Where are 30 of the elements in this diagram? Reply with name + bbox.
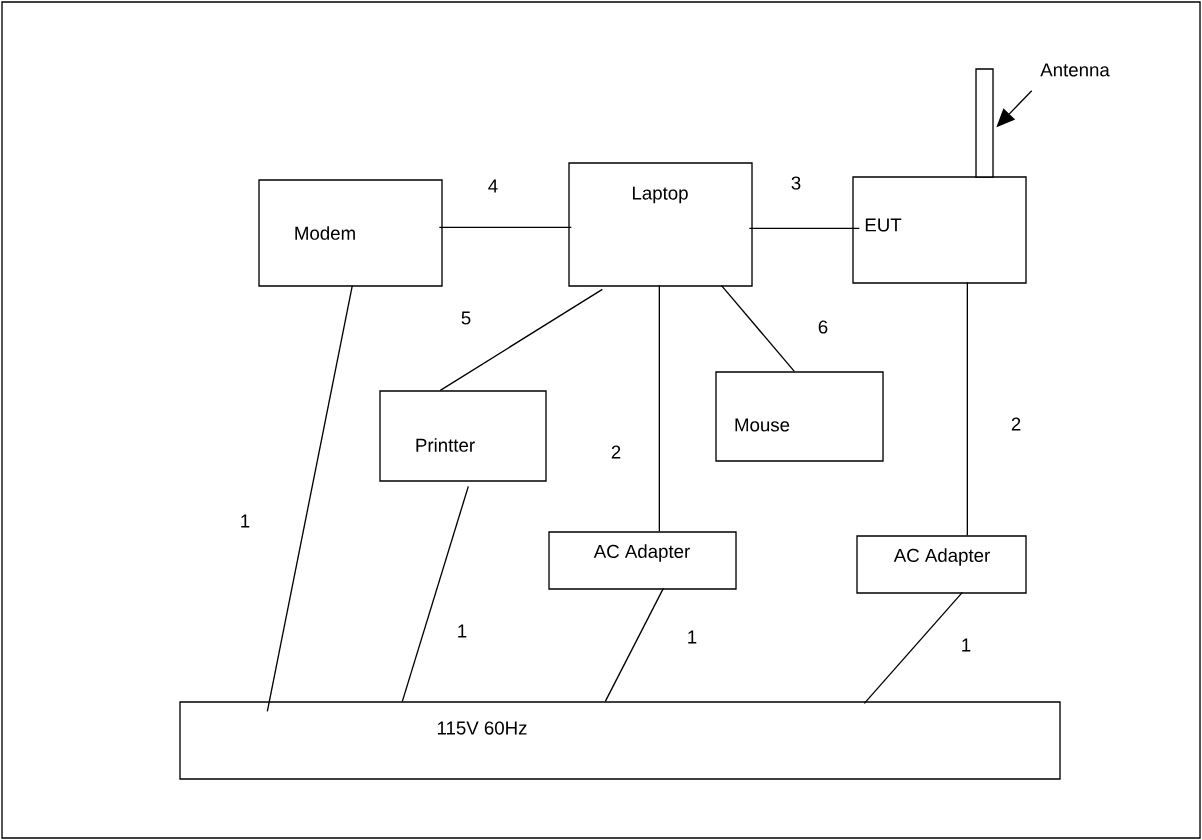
cable-number: 3 bbox=[789, 175, 803, 191]
cable-line bbox=[439, 288, 603, 391]
cable-number: 5 bbox=[459, 310, 473, 326]
device-box: EUT bbox=[852, 176, 1027, 284]
cable-line bbox=[266, 284, 353, 712]
cable-number: 2 bbox=[609, 444, 623, 460]
cable-number: 2 bbox=[1009, 416, 1023, 432]
cable-number: 1 bbox=[455, 623, 469, 639]
device-box: Laptop bbox=[568, 162, 753, 287]
cable-line bbox=[748, 227, 860, 229]
adapter-box: AC Adapter bbox=[548, 531, 737, 590]
cable-number: 6 bbox=[816, 319, 830, 335]
antenna-label: Antenna bbox=[1032, 58, 1120, 82]
cable-number: 1 bbox=[238, 513, 252, 529]
cable-number: 1 bbox=[959, 637, 973, 653]
device-box: Modem bbox=[258, 179, 443, 287]
cable-line bbox=[863, 591, 963, 704]
cable-line bbox=[658, 284, 660, 532]
cable-line bbox=[401, 485, 469, 702]
antenna-rod bbox=[975, 68, 994, 178]
cable-number: 1 bbox=[685, 629, 699, 645]
adapter-box: AC Adapter bbox=[856, 535, 1027, 594]
power-strip-box: 115V 60Hz bbox=[179, 701, 1061, 780]
cable-line bbox=[966, 281, 968, 536]
cable-number: 4 bbox=[486, 178, 500, 194]
device-box: Printter bbox=[379, 390, 547, 482]
cable-line bbox=[604, 587, 664, 702]
cable-line bbox=[720, 284, 795, 372]
device-box: Mouse bbox=[715, 371, 884, 462]
cable-line bbox=[438, 226, 572, 228]
